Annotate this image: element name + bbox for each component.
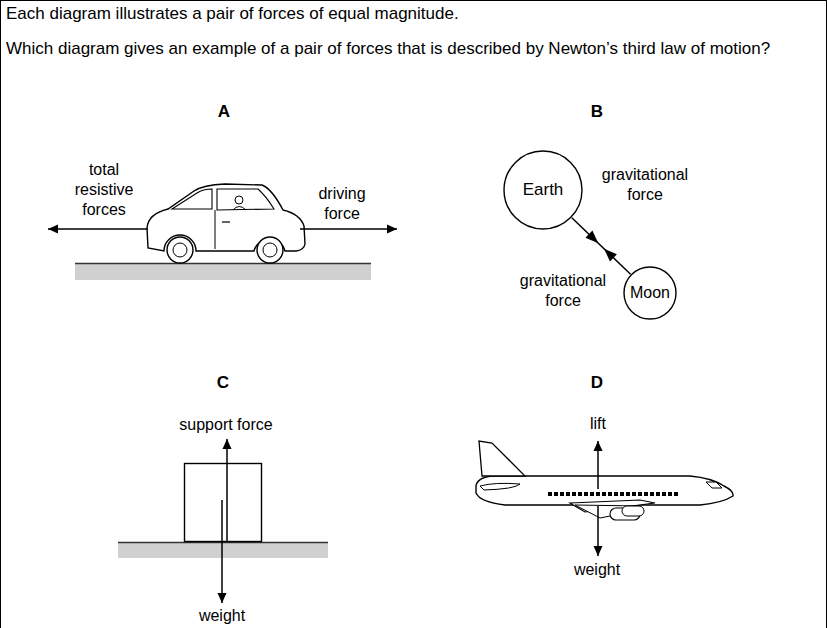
frame-line xyxy=(0,0,1,628)
node-text: Earth xyxy=(503,150,583,230)
body-name: Earth xyxy=(523,180,564,200)
block-drawing xyxy=(118,464,328,559)
frame-line xyxy=(826,0,827,628)
node-text: Moon xyxy=(623,266,677,320)
force-label: weight xyxy=(199,606,245,626)
option-letter: D xyxy=(591,373,603,393)
force-label: support force xyxy=(179,415,272,435)
force-label: weight xyxy=(574,560,620,580)
option-letter: C xyxy=(217,373,229,393)
force-label: total resistive forces xyxy=(62,160,146,220)
question-text: Each diagram illustrates a pair of force… xyxy=(6,2,816,26)
force-connector xyxy=(572,218,631,275)
frame-line xyxy=(0,0,827,1)
question-text: Which diagram gives an example of a pair… xyxy=(6,34,806,64)
force-arrow xyxy=(597,506,599,556)
force-arrow xyxy=(221,500,223,603)
option-letter: A xyxy=(218,102,230,122)
force-arrow xyxy=(300,228,397,230)
force-label: gravitational force xyxy=(507,271,619,311)
force-arrow xyxy=(48,228,148,230)
body-name: Moon xyxy=(630,284,670,302)
body-circle: Moon xyxy=(623,266,677,320)
force-label: lift xyxy=(590,414,606,434)
force-label: driving force xyxy=(306,184,378,224)
aeroplane-drawing xyxy=(476,441,733,520)
body-circle: Earth xyxy=(503,150,583,230)
force-label: gravitational force xyxy=(589,165,701,205)
force-arrow xyxy=(226,439,228,541)
force-arrow xyxy=(597,441,599,489)
option-letter: B xyxy=(591,102,603,122)
